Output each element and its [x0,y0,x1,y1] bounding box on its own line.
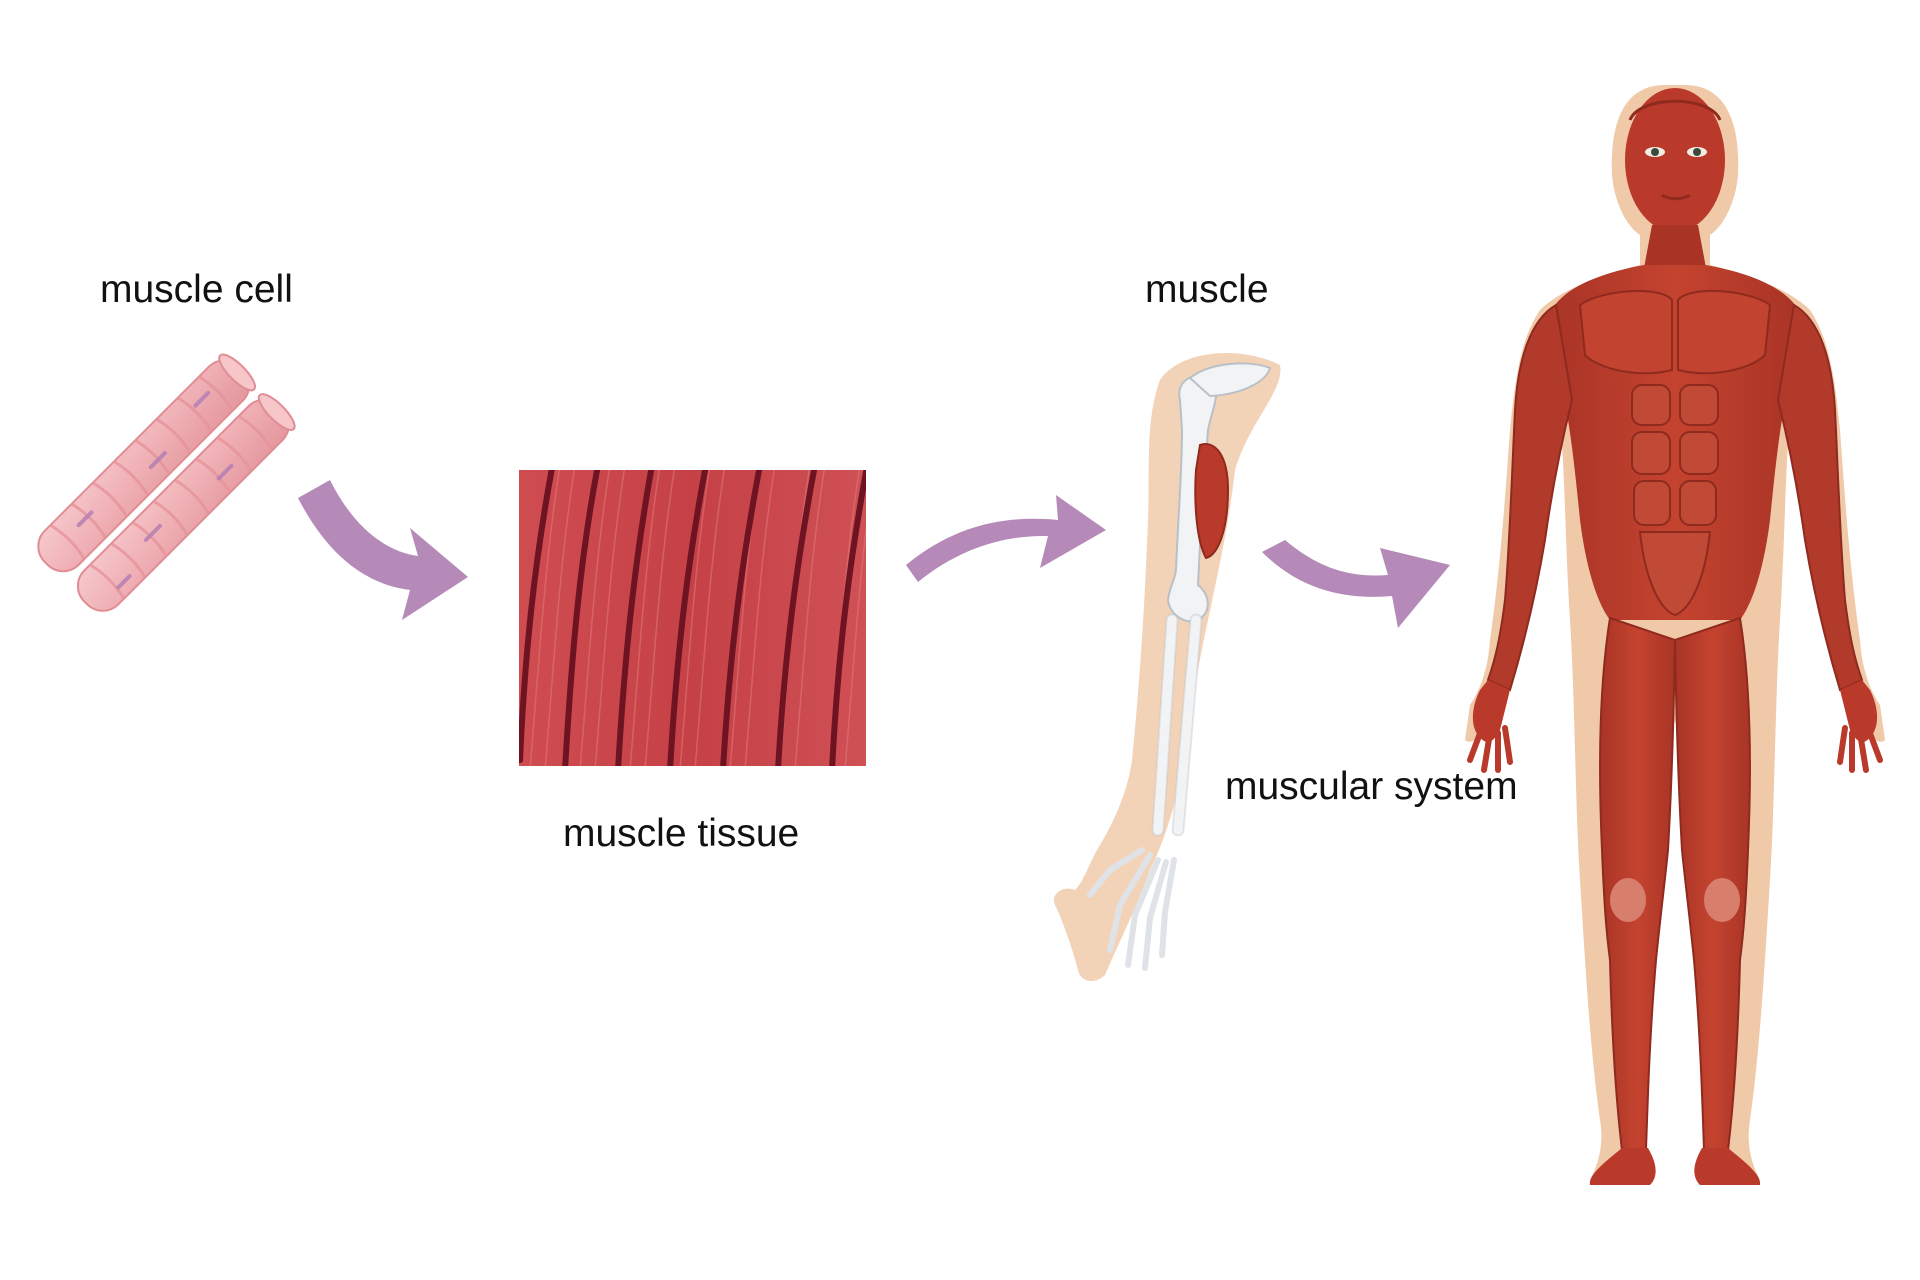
label-muscular-system: muscular system [1225,765,1518,808]
arrow-cell-to-tissue [298,480,468,620]
arrow-tissue-to-muscle [906,495,1106,582]
arm-muscle-illustration [1053,353,1281,982]
label-muscle: muscle [1145,268,1269,311]
label-muscle-cell: muscle cell [100,268,293,311]
label-muscle-tissue: muscle tissue [563,812,800,855]
muscle-cell-illustration [37,353,296,612]
muscular-system-illustration [1465,85,1885,1185]
muscle-tissue-illustration [519,470,866,766]
arrow-muscle-to-system [1262,540,1450,628]
